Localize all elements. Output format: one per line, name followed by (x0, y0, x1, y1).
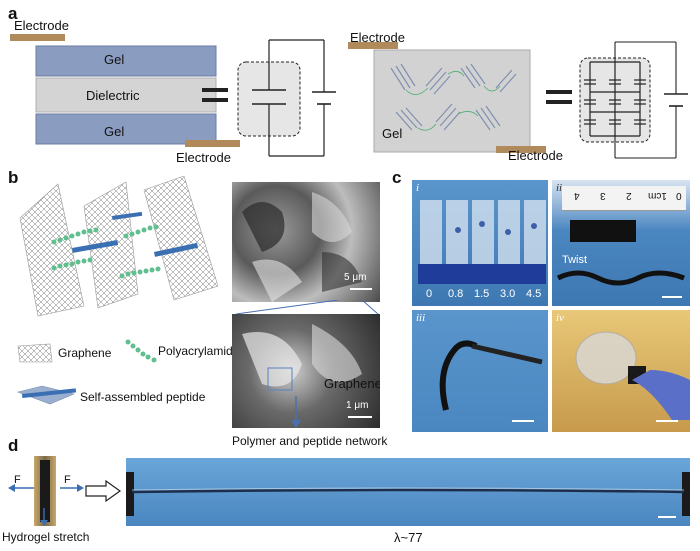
panel-a-gel-network-diagram (348, 42, 546, 153)
dielectric-layer (35, 77, 217, 113)
graphene-legend-icon (17, 343, 53, 363)
gel-label-right: Gel (382, 126, 403, 141)
panel-b-label: b (8, 168, 19, 187)
vial-label-0: 0 (426, 288, 433, 300)
panel-a-label: a (8, 4, 18, 23)
gel-top-layer (35, 45, 217, 77)
sub-c-iii-numeral: iii (416, 312, 426, 324)
capacitor-network-circuit (579, 41, 688, 159)
legend-polyacrylamide-label: Polyacrylamide (158, 344, 240, 358)
photo-c-ii-twist: ii 4 3 2 1cm 0 Twist (552, 180, 690, 306)
photo-c-i-vials: i 0 0.8 1.5 3.0 4.5 (412, 180, 548, 306)
sub-c-ii-numeral: ii (556, 182, 563, 194)
c-iii-scalebar (512, 420, 534, 422)
legend-peptide-label: Self-assembled peptide (80, 390, 206, 404)
equals-sign-right (546, 90, 572, 104)
caption-arrow (291, 396, 301, 428)
gel-top-label: Gel (104, 52, 125, 67)
sem-top-scale-label: 5 μm (344, 272, 367, 283)
electrode-top-bar-right (348, 42, 398, 49)
sem-bottom-graphene-label: Graphene (324, 376, 380, 391)
gel-bottom-layer (35, 113, 217, 145)
electrode-top-bar (10, 34, 65, 41)
gel-bottom-label: Gel (104, 124, 125, 139)
gel-block (373, 49, 531, 153)
sub-c-iv-numeral: iv (556, 312, 564, 324)
photo-hydrogel-stretched (126, 458, 690, 526)
sem-bottom-scalebar (348, 416, 372, 418)
graphene-peptide-model (19, 176, 219, 317)
vial-label-1: 0.8 (448, 288, 464, 300)
force-right-label: F (64, 474, 71, 486)
electrode-bottom-label: Electrode (176, 150, 231, 165)
twist-label: Twist (562, 254, 588, 266)
hydrogel-stretch-caption: Hydrogel stretch (2, 530, 90, 544)
sub-c-i-numeral: i (416, 182, 420, 194)
electrode-bottom-bar-right (496, 146, 546, 153)
c-iv-scalebar (656, 420, 678, 422)
vial-label-2: 1.5 (474, 288, 490, 300)
photo-hydrogel-small (34, 456, 56, 526)
sem-image-bottom: Graphene 1 μm (232, 314, 380, 428)
gel-strip (570, 220, 636, 242)
equals-sign-left (202, 88, 228, 102)
panel-a-layer-diagram (10, 34, 240, 147)
d-scalebar (658, 516, 676, 518)
dielectric-label: Dielectric (86, 88, 140, 103)
polymer-peptide-caption: Polymer and peptide network (232, 434, 388, 448)
panel-c-label: c (392, 168, 402, 187)
sem-bottom-scale-label: 1 μm (346, 400, 369, 411)
vial-label-3: 3.0 (500, 288, 516, 300)
photo-c-iii-bend: iii (412, 310, 548, 432)
stretch-arrow (85, 480, 122, 502)
vial-label-4: 4.5 (526, 288, 542, 300)
single-capacitor-circuit (237, 39, 336, 157)
c-ii-scalebar (662, 296, 682, 298)
polyacrylamide-legend-icon (125, 339, 157, 363)
zoom-lines (235, 300, 379, 315)
electrode-top-label: Electrode (14, 18, 69, 33)
sem-image-top: 5 μm (232, 182, 380, 302)
panel-d-label: d (8, 436, 19, 455)
legend-graphene-label: Graphene (58, 346, 112, 360)
sem-top-scalebar (350, 288, 372, 290)
force-left-label: F (14, 474, 21, 486)
electrode-top-label-right: Electrode (350, 30, 405, 45)
force-arrows (8, 484, 84, 526)
peptide-legend-icon (16, 385, 77, 405)
electrode-bottom-bar (185, 140, 240, 147)
ruler (562, 186, 686, 211)
electrode-bottom-label-right: Electrode (508, 148, 563, 163)
lambda-label: λ~77 (394, 530, 423, 545)
photo-c-iv-balloon: iv (552, 310, 690, 432)
